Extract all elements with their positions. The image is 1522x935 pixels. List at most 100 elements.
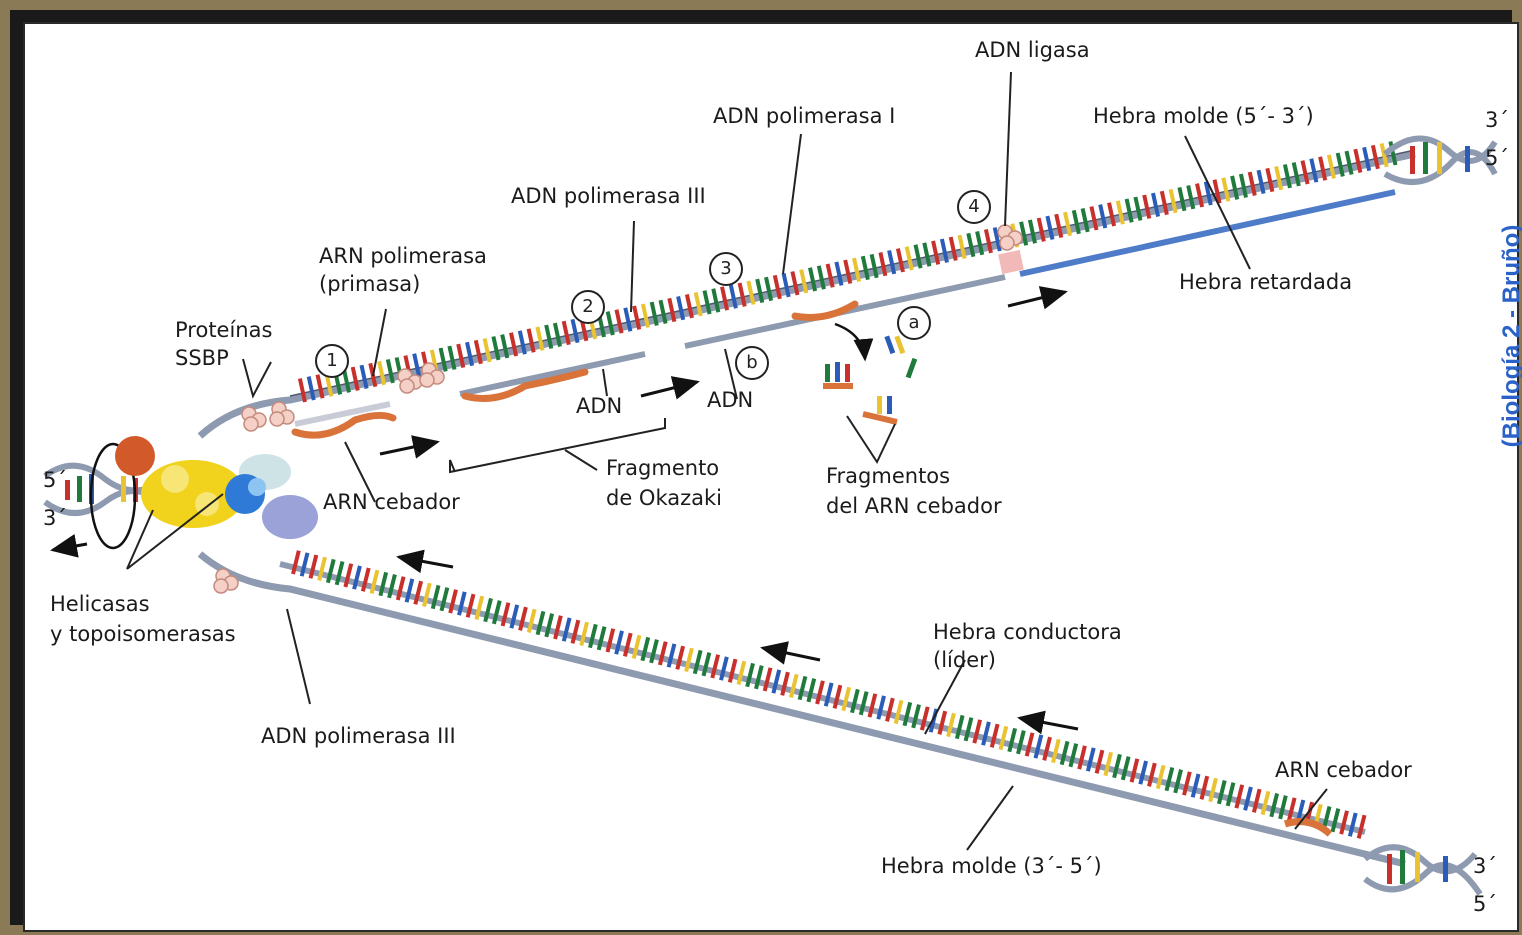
base-pair-rung [657,641,668,666]
base-pair-rung [1112,753,1122,779]
base-pair-rung [667,297,677,323]
base-pair-rung [517,330,527,355]
base-pair-rung [992,227,1002,252]
base-pair-rung [413,580,424,605]
base-pair-rung [377,360,387,386]
base-pair-rung [781,272,791,298]
base-pair-rung [561,320,571,346]
base-pair-rung [378,571,389,597]
base-pair-rung [649,639,659,664]
base-pair-rung [1247,171,1257,197]
base-pair-rung [676,295,686,321]
base-pair-rung [658,299,668,325]
base-pair-rung [500,334,510,359]
base-pair-rung [570,619,581,644]
base-pair-rung [343,563,354,588]
source-credit: (Biología 2 - Bruño) [1498,224,1522,448]
base-pair-rung [1344,150,1354,175]
base-pair-rung [1159,190,1169,216]
base-pair-rung [998,725,1009,751]
base-pair-rung [983,228,993,254]
label-adn-ligasa: ADN ligasa [975,38,1090,62]
base-pair-rung [1291,162,1301,187]
lagging-template-bases [297,141,1398,403]
base-pair-rung [552,322,562,348]
base-pair-rung [904,246,914,271]
base-pair-rung [1190,773,1201,798]
released-primer-fragments [823,335,918,425]
base-pair-rung [1243,786,1253,811]
base-pair-rung [1107,202,1117,227]
ligase-gap [998,249,1024,275]
base-pair-rung [666,643,677,668]
base-pair-rung [614,309,624,334]
base-pair-rung [1027,219,1037,244]
base-pair-rung [1115,200,1125,225]
base-pair-rung [963,717,974,742]
base-pair-rung [1089,206,1099,231]
label-proteinas: Proteínas [175,318,273,342]
base-pair-rung [816,265,826,290]
base-pair-rung [966,232,976,258]
base-pair-rung [1309,158,1319,183]
base-pair-rung [412,353,422,378]
base-pair-rung [841,686,852,712]
base-pair-rung [876,695,886,720]
label-end-left-3: 3´ [43,506,67,530]
label-helicasas: Helicasas [50,592,150,616]
base-pair-rung [762,667,773,692]
base-pair-rung [509,332,519,357]
step-a: a [897,306,931,340]
base-pair-rung [483,597,493,623]
base-pair-rung [1019,221,1029,246]
base-pair-rung [895,248,905,273]
base-pair-rung [640,636,651,662]
label-hebra-molde-bottom: Hebra molde (3´- 5´) [881,854,1102,878]
base-pair-rung [972,719,983,744]
base-pair-rung [1036,217,1046,242]
base-pair-rung [596,626,607,651]
label-hebra-conductora: Hebra conductora [933,620,1122,644]
base-pair-rung [623,307,633,332]
base-pair-rung [448,589,458,614]
base-pair-rung [1142,194,1152,219]
base-pair-rung [780,671,790,696]
base-pair-rung [1133,196,1143,221]
base-pair-rung [385,358,395,384]
base-pair-rung [1300,160,1310,185]
base-pair-rung [913,244,923,269]
base-pair-rung [1370,144,1380,170]
step-1: 1 [315,344,349,378]
base-pair-rung [465,593,476,618]
base-pair-rung [893,699,904,725]
base-pair-rung [1077,745,1087,770]
base-pair-rung [728,284,738,309]
label-y-topoisomerasas: y topoisomerasas [50,622,236,646]
base-pair-rung [745,662,755,688]
base-pair-rung [975,230,985,256]
base-pair-rung [858,691,869,716]
base-pair-rung [922,242,932,267]
base-pair-rung [631,634,642,659]
base-pair-rung [422,582,432,607]
base-pair-rung [491,336,501,361]
base-pair-rung [1124,198,1134,223]
base-pair-rung [1080,207,1090,233]
base-pair-rung [482,337,492,363]
base-pair-rung [350,366,360,391]
base-pair-rung [772,274,782,300]
base-pair-rung [456,343,466,369]
base-pair-rung [736,660,747,685]
base-pair-rung [902,701,913,727]
base-pair-rung [939,238,949,263]
base-pair-rung [815,680,825,705]
base-pair-rung [887,250,897,275]
base-pair-rung [867,693,878,718]
base-pair-rung [693,292,703,317]
base-pair-rung [1212,179,1222,204]
base-pair-rung [790,271,800,296]
base-pair-rung [675,645,686,670]
label-lider: (líder) [933,648,996,672]
base-pair-rung [946,712,956,738]
base-pair-rung [711,288,721,313]
